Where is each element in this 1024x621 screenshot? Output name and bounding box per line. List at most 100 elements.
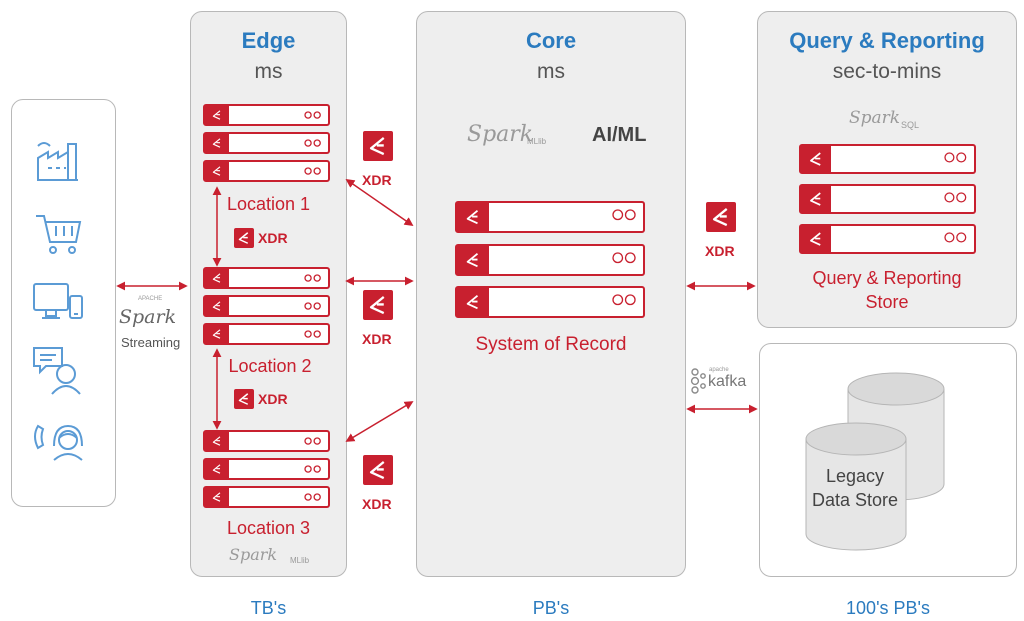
- a-logo-icon: [238, 393, 249, 405]
- core-query-xdr: XDR: [705, 243, 735, 259]
- status-lights-icon: [304, 432, 322, 450]
- a-logo-icon: [212, 492, 221, 502]
- query-server-3: [799, 224, 976, 254]
- status-lights-icon: [304, 460, 322, 478]
- edge-xdr-2-label: XDR: [258, 391, 288, 407]
- edge-loc3-server-3: [203, 486, 330, 508]
- a-logo-icon: [212, 329, 221, 339]
- a-logo-icon: [369, 296, 385, 315]
- core-server-1: [455, 201, 645, 233]
- status-lights-icon: [304, 297, 322, 315]
- edge-loc3-server-1: [203, 430, 330, 452]
- a-logo-icon: [238, 232, 249, 244]
- core-title: Core: [525, 28, 577, 53]
- edge-core-arrow-1: [345, 178, 414, 227]
- a-logo-icon: [712, 208, 728, 227]
- status-lights-icon: [304, 325, 322, 343]
- spark-streaming-logo: Spark: [119, 306, 177, 328]
- edge-loc3-server-2: [203, 458, 330, 480]
- core-server-3: [455, 286, 645, 318]
- query-server-1: [799, 144, 976, 174]
- status-lights-icon: [612, 293, 637, 311]
- query-title: Query & Reporting: [789, 28, 985, 53]
- edge-loc1-server-1: [203, 104, 330, 126]
- xdr-badge-icon: [234, 228, 254, 248]
- core-mllib-label: MLlib: [527, 137, 547, 146]
- kafka-logo-icon: [690, 368, 706, 394]
- core-aiml-label: AI/ML: [592, 124, 647, 146]
- xdr-badge-icon: [363, 290, 393, 320]
- support-agent-icon: [34, 424, 83, 461]
- a-logo-icon: [212, 436, 221, 446]
- edge-mllib-label: MLlib: [290, 556, 310, 565]
- a-logo-icon: [212, 301, 221, 311]
- xdr-badge-icon: [363, 455, 393, 485]
- edge-loc2-server-1: [203, 267, 330, 289]
- query-sql-label: SQL: [901, 120, 920, 130]
- location-2-label: Location 2: [228, 356, 312, 376]
- a-logo-icon: [212, 110, 221, 120]
- system-of-record-label: System of Record: [475, 334, 627, 355]
- query-server-2: [799, 184, 976, 214]
- edge-core-xdr-2: XDR: [362, 331, 392, 347]
- a-logo-icon: [212, 464, 221, 474]
- status-lights-icon: [612, 251, 637, 269]
- location-3-label: Location 3: [226, 518, 311, 538]
- apache-label: APACHE: [138, 296, 163, 302]
- a-logo-icon: [212, 166, 221, 176]
- legacy-footer: 100's PB's: [846, 598, 930, 618]
- edge-footer: TB's: [250, 598, 287, 618]
- a-logo-icon: [212, 138, 221, 148]
- a-logo-icon: [810, 192, 821, 206]
- kafka-label: kafka: [708, 373, 747, 390]
- status-lights-icon: [944, 150, 968, 168]
- query-spark-logo: Spark: [849, 108, 901, 128]
- legacy-label-line2: Data Store: [811, 490, 899, 510]
- edge-title: Edge: [241, 28, 296, 53]
- legacy-store-panel: Legacy Data Store: [759, 343, 1017, 577]
- kafka-apache-label: apache: [709, 367, 729, 373]
- xdr-badge-icon: [706, 202, 736, 232]
- a-logo-icon: [212, 273, 221, 283]
- xdr-badge-icon: [363, 131, 393, 161]
- status-lights-icon: [304, 134, 322, 152]
- chat-user-icon: [33, 347, 81, 395]
- core-spark-logo: Spark: [467, 122, 534, 147]
- edge-loc1-server-3: [203, 160, 330, 182]
- a-logo-icon: [369, 461, 385, 480]
- status-lights-icon: [612, 208, 637, 226]
- status-lights-icon: [304, 269, 322, 287]
- edge-core-arrow-3: [345, 401, 414, 442]
- core-server-2: [455, 244, 645, 276]
- query-store-label-line2: Store: [865, 292, 909, 312]
- edge-loc2-server-2: [203, 295, 330, 317]
- status-lights-icon: [304, 106, 322, 124]
- core-latency: ms: [537, 60, 565, 83]
- edge-latency: ms: [254, 60, 283, 83]
- edge-core-xdr-3: XDR: [362, 496, 392, 512]
- a-logo-icon: [466, 295, 479, 310]
- devices-icon: [33, 283, 83, 319]
- query-latency: sec-to-mins: [832, 60, 942, 83]
- a-logo-icon: [466, 253, 479, 268]
- core-footer: PB's: [532, 598, 570, 618]
- shopping-cart-icon: [36, 215, 82, 254]
- factory-icon: [37, 142, 78, 181]
- legacy-label-line1: Legacy: [825, 466, 885, 486]
- a-logo-icon: [369, 137, 385, 156]
- edge-xdr-1-label: XDR: [258, 230, 288, 246]
- edge-loc2-server-3: [203, 323, 330, 345]
- status-lights-icon: [304, 162, 322, 180]
- status-lights-icon: [944, 190, 968, 208]
- a-logo-icon: [466, 210, 479, 225]
- database-cylinders-icon: [805, 372, 945, 551]
- query-store-label-line1: Query & Reporting: [812, 268, 962, 288]
- data-sources-panel: [11, 99, 116, 507]
- a-logo-icon: [810, 152, 821, 166]
- xdr-badge-icon: [234, 389, 254, 409]
- edge-loc1-server-2: [203, 132, 330, 154]
- status-lights-icon: [944, 230, 968, 248]
- a-logo-icon: [810, 232, 821, 246]
- streaming-label: Streaming: [121, 335, 181, 350]
